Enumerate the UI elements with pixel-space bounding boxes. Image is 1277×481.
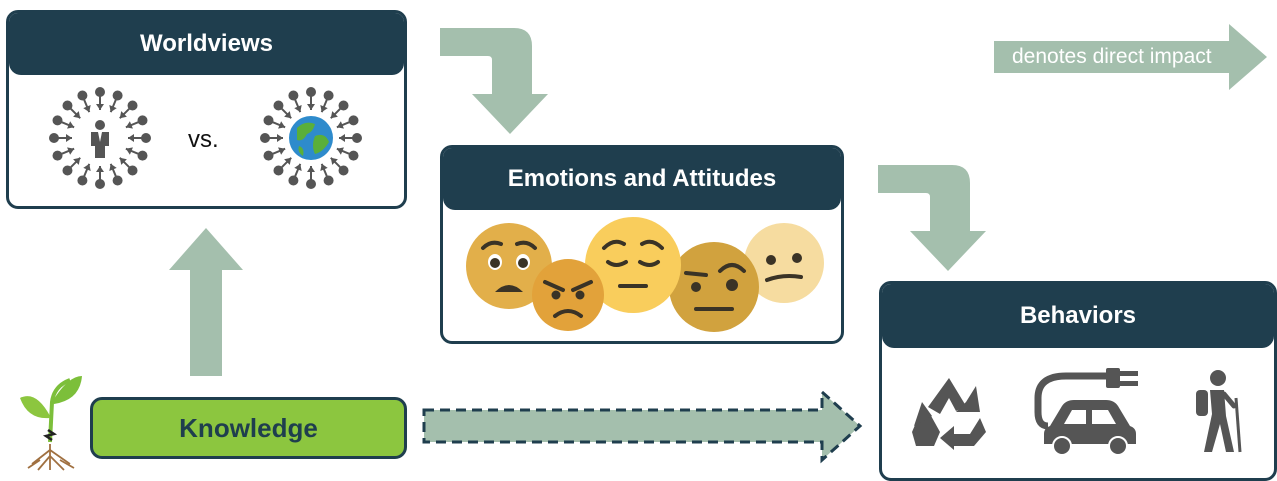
emoji-confused (744, 223, 824, 303)
emoji-worried (466, 223, 552, 309)
sprout-icon (20, 376, 82, 471)
behaviors-title: Behaviors (882, 284, 1274, 348)
arrow-knowledge-to-worldviews (169, 228, 243, 376)
legend-label: denotes direct impact (1012, 45, 1212, 68)
globe-radial-icon (260, 87, 362, 189)
knowledge-box: Knowledge (90, 397, 407, 459)
emotions-title: Emotions and Attitudes (443, 148, 841, 210)
worldviews-title: Worldviews (9, 13, 404, 75)
arrow-emotions-to-behaviors (878, 165, 986, 271)
behaviors-card: Behaviors (879, 281, 1277, 481)
vs-label: vs. (188, 126, 219, 153)
arrow-knowledge-to-behaviors (422, 388, 863, 464)
electric-car-icon (1034, 368, 1138, 456)
recycle-icon (912, 378, 986, 450)
person-radial-icon (49, 87, 151, 189)
emoji-skeptical (669, 242, 759, 332)
emoji-pensive (585, 217, 681, 313)
arrow-worldviews-to-emotions (440, 28, 548, 134)
legend-arrow (994, 24, 1267, 90)
emoji-angry (532, 259, 604, 331)
hiker-icon (1196, 370, 1242, 453)
